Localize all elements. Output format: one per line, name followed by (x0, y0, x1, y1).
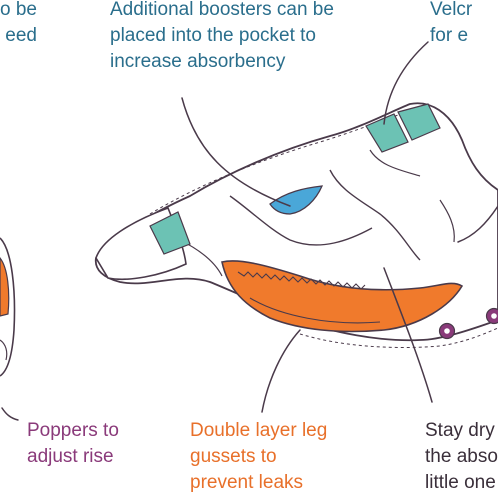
top-left-partial-label: o be eed (0, 0, 37, 49)
top-left-partial-line2: eed (5, 25, 37, 46)
velcro-line1: Velcr (430, 0, 473, 20)
gussets-label: Double layer leg gussets to prevent leak… (190, 418, 327, 496)
velcro-line2: for e (430, 25, 469, 46)
velcro-strip-right-2 (397, 103, 441, 141)
left-partial-diaper (0, 237, 16, 377)
boosters-line2: placed into the pocket to (110, 25, 316, 46)
staydry-line2: the abso (425, 446, 498, 467)
poppers-line2: adjust rise (27, 446, 114, 467)
velcro-strip-left (149, 211, 191, 255)
boosters-line3: increase absorbency (110, 51, 286, 72)
staydry-line3: little one (425, 472, 496, 493)
boosters-label: Additional boosters can be placed into t… (110, 0, 334, 75)
gussets-line3: prevent leaks (190, 472, 304, 493)
staydry-label: Stay dry the abso little one (425, 418, 498, 496)
boosters-line1: Additional boosters can be (110, 0, 334, 20)
callout-lines (1, 41, 498, 421)
velcro-label: Velcr for e (430, 0, 472, 49)
poppers-label: Poppers to adjust rise (27, 418, 119, 470)
gussets-line2: gussets to (190, 446, 277, 467)
pocket-opening (269, 185, 324, 215)
main-diaper (94, 102, 498, 348)
staydry-line1: Stay dry (425, 420, 495, 441)
gussets-line1: Double layer leg (190, 420, 328, 441)
poppers-line1: Poppers to (27, 420, 119, 441)
top-left-partial-line1: o be (0, 0, 37, 20)
